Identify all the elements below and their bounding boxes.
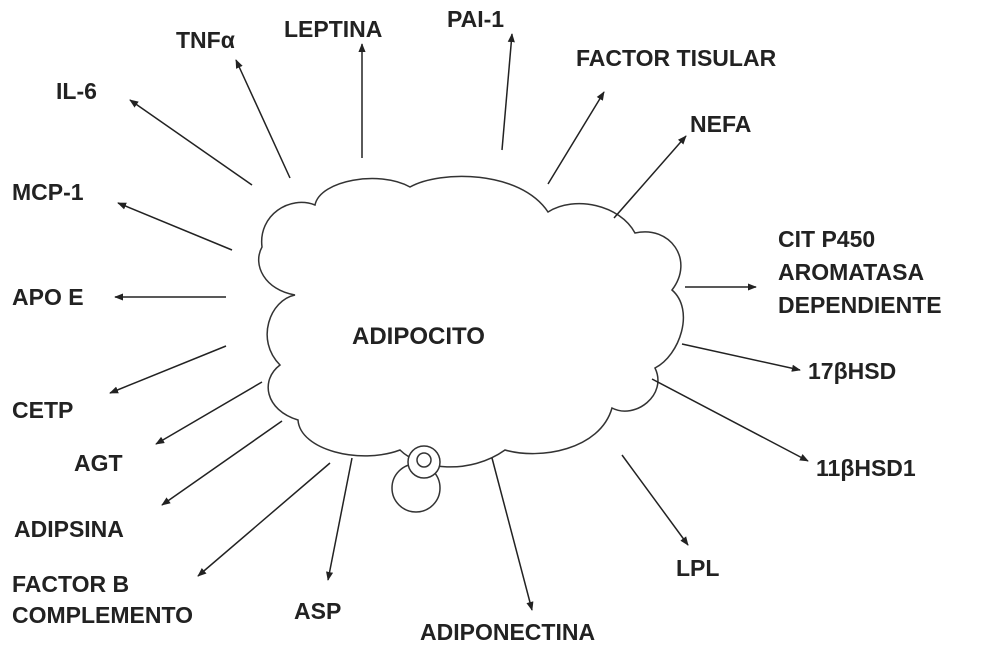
arrow-tnf (236, 60, 290, 178)
arrow-agt (156, 382, 262, 444)
label-cetp: CETP (12, 397, 73, 423)
arrow-adipsina (162, 421, 282, 505)
label-nefa: NEFA (690, 111, 751, 137)
arrow-mcp1 (118, 203, 232, 250)
label-apoe: APO E (12, 284, 84, 310)
label-cit-p450-line3: DEPENDIENTE (778, 292, 942, 318)
label-factor-b-line2: COMPLEMENTO (12, 602, 193, 628)
label-agt: AGT (74, 450, 123, 476)
label-11bhsd1: 11βHSD1 (816, 455, 916, 481)
label-factor-tisular: FACTOR TISULAR (576, 45, 777, 71)
arrow-pai1 (502, 34, 512, 150)
label-adipsina: ADIPSINA (14, 516, 124, 542)
adipocyte-cloud (259, 176, 684, 467)
label-factor-b-line1: FACTOR B (12, 571, 129, 597)
label-il6: IL-6 (56, 78, 97, 104)
label-tnf: TNFα (176, 27, 235, 53)
label-pai1: PAI-1 (447, 6, 504, 32)
label-adiponectina: ADIPONECTINA (420, 619, 595, 645)
arrow-factor-tisular (548, 92, 604, 184)
label-cit-p450-line2: AROMATASA (778, 259, 923, 285)
arrow-il6 (130, 100, 252, 185)
nucleus-circle-small (417, 453, 431, 467)
arrow-factor-b (198, 463, 330, 576)
label-cit-p450-line1: CIT P450 (778, 226, 875, 252)
arrow-cetp (110, 346, 226, 393)
label-cit-p450: CIT P450 AROMATASA DEPENDIENTE (778, 226, 942, 318)
arrow-lpl (622, 455, 688, 545)
label-lpl: LPL (676, 555, 719, 581)
arrow-adiponectina (492, 458, 532, 610)
label-mcp1: MCP-1 (12, 179, 84, 205)
center-label: ADIPOCITO (352, 323, 485, 350)
label-factor-b: FACTOR B COMPLEMENTO (12, 571, 193, 628)
arrow-17bhsd (682, 344, 800, 370)
label-leptina: LEPTINA (284, 16, 382, 42)
label-asp: ASP (294, 598, 341, 624)
label-17bhsd: 17βHSD (808, 358, 896, 384)
arrow-nefa (614, 136, 686, 218)
arrow-asp (328, 458, 352, 580)
arrow-11bhsd1 (652, 379, 808, 461)
